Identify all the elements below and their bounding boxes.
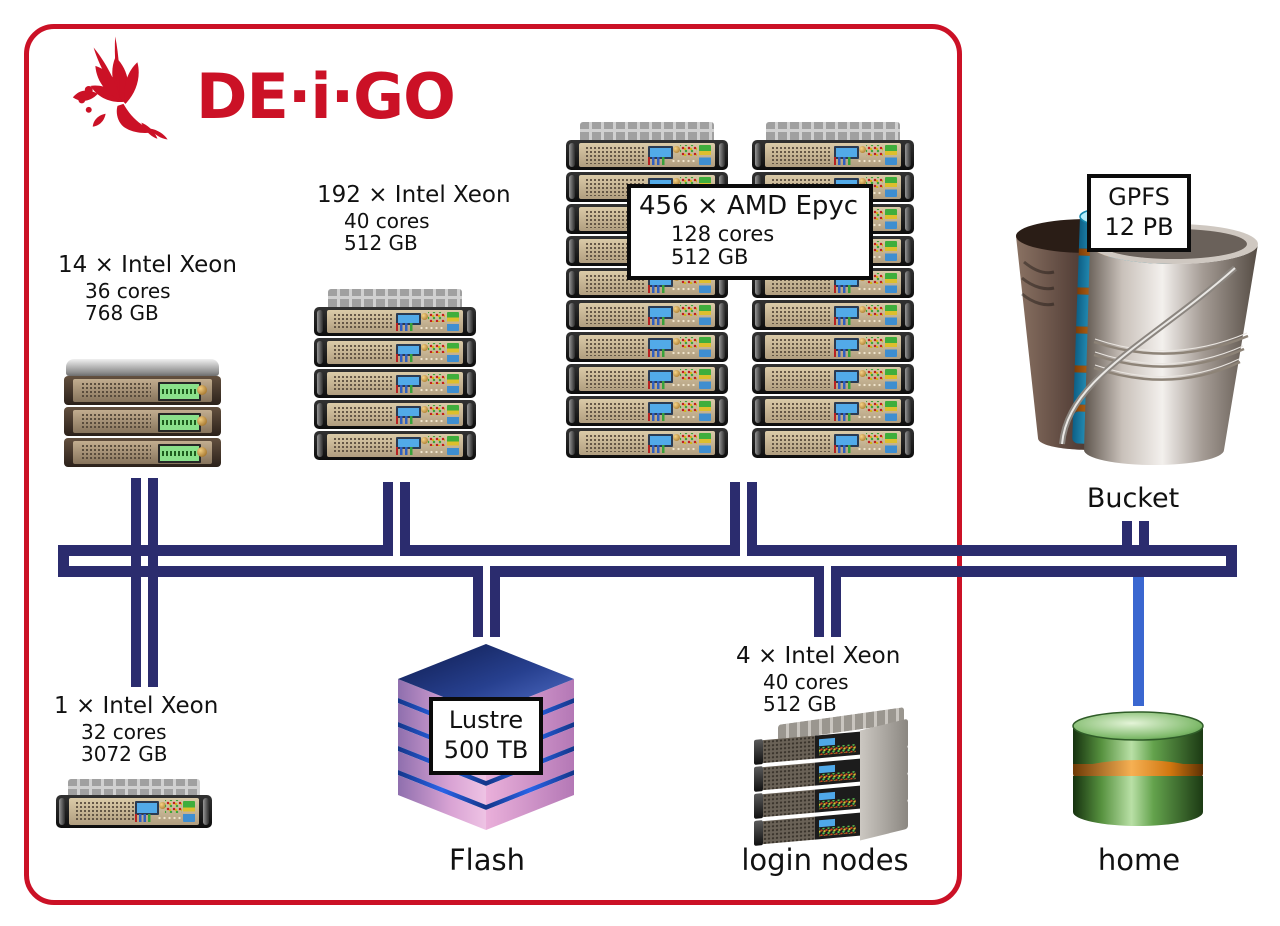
rack-units	[314, 307, 476, 460]
rack-grille	[328, 289, 462, 307]
label-xeon-1: 1 × Intel Xeon 32 cores 3072 GB	[54, 693, 218, 766]
server-unit	[752, 300, 914, 330]
caption-bucket: Bucket	[1086, 483, 1180, 514]
rack-units	[56, 795, 212, 828]
link-flash-a	[473, 566, 483, 637]
server-unit	[752, 396, 914, 426]
logo-text: DE·i·GO	[196, 60, 456, 133]
node-memory: 512 GB	[763, 692, 837, 717]
label-xeon-192: 192 × Intel Xeon 40 cores 512 GB	[317, 182, 511, 255]
link-bucket-a	[1122, 521, 1132, 545]
server-unit	[566, 332, 728, 362]
deigo-flower-icon	[72, 36, 169, 142]
node-cores: 128 cores	[671, 221, 775, 246]
link-xeon192-a	[383, 482, 393, 556]
network-bus-bottom-3	[831, 566, 1237, 577]
rack-xeon-14	[64, 359, 221, 469]
server-unit	[566, 428, 728, 458]
rack-grille	[68, 779, 200, 795]
server-unit	[566, 396, 728, 426]
server-unit	[566, 300, 728, 330]
rack-units	[64, 376, 221, 467]
node-memory: 512 GB	[671, 245, 749, 270]
server-unit	[314, 307, 476, 336]
node-cores: 36 cores	[85, 278, 171, 303]
node-title: 14 × Intel Xeon	[58, 252, 237, 278]
server-unit	[56, 795, 212, 828]
network-bus-left-bend	[58, 545, 69, 577]
server-unit	[314, 400, 476, 429]
rack-epyc-tower-1	[566, 122, 728, 460]
node-memory: 512 GB	[344, 231, 418, 256]
server-unit	[314, 431, 476, 460]
server-unit	[64, 438, 221, 467]
infobox-lustre: Lustre 500 TB	[429, 697, 543, 775]
network-bus-bottom-2	[490, 566, 824, 577]
storage-capacity: 12 PB	[1104, 213, 1174, 241]
rack-top-cap	[66, 359, 219, 376]
storage-system: GPFS	[1108, 183, 1170, 211]
rack-login-nodes	[754, 707, 912, 846]
label-login-nodes: 4 × Intel Xeon 40 cores 512 GB	[736, 643, 900, 716]
rack-units	[754, 718, 912, 846]
storage-system: Lustre	[448, 706, 524, 734]
node-cores: 32 cores	[81, 719, 167, 744]
storage-capacity: 500 TB	[443, 736, 529, 764]
server-unit	[752, 332, 914, 362]
node-title: 456 × AMD Epyc	[639, 191, 859, 221]
link-epyc-b	[747, 482, 757, 556]
link-bucket-b	[1139, 521, 1149, 545]
server-unit	[566, 364, 728, 394]
infobox-gpfs: GPFS 12 PB	[1087, 174, 1191, 252]
rack-xeon-192	[314, 289, 476, 462]
network-bus-top-3	[747, 545, 1237, 556]
link-epyc-a	[730, 482, 740, 556]
rack-epyc-tower-2	[752, 122, 914, 460]
server-unit	[64, 407, 221, 436]
link-login-a	[814, 566, 824, 637]
node-memory: 3072 GB	[81, 742, 168, 767]
node-cores: 40 cores	[763, 669, 849, 694]
cluster-boundary-border	[24, 24, 962, 905]
link-xeon14-xeon1-b	[148, 478, 158, 687]
network-bus-right-bend	[1226, 545, 1237, 577]
node-title: 4 × Intel Xeon	[736, 643, 901, 669]
home-storage-icon	[1072, 711, 1204, 826]
server-unit	[752, 364, 914, 394]
network-bus-top-1	[58, 545, 393, 556]
caption-home: home	[1097, 843, 1181, 877]
server-unit	[752, 428, 914, 458]
node-memory: 768 GB	[85, 301, 159, 326]
link-flash-b	[490, 566, 500, 637]
node-title: 192 × Intel Xeon	[317, 182, 511, 208]
label-xeon-14: 14 × Intel Xeon 36 cores 768 GB	[58, 252, 237, 325]
server-unit	[752, 140, 914, 170]
server-unit	[566, 140, 728, 170]
server-unit	[314, 338, 476, 367]
caption-flash: Flash	[449, 843, 525, 877]
network-bus-bottom-1	[58, 566, 483, 577]
caption-login-nodes: login nodes	[741, 843, 909, 877]
server-unit	[314, 369, 476, 398]
infobox-epyc: 456 × AMD Epyc 128 cores 512 GB	[627, 184, 873, 280]
link-xeon14-xeon1-a	[131, 478, 141, 687]
link-xeon192-b	[400, 482, 410, 556]
rack-grille	[766, 122, 900, 140]
link-home	[1133, 577, 1144, 706]
server-unit	[64, 376, 221, 405]
rack-xeon-1	[56, 779, 212, 830]
rack-units	[566, 140, 728, 458]
link-login-b	[831, 566, 841, 637]
node-title: 1 × Intel Xeon	[54, 693, 219, 719]
network-bus-top-2	[400, 545, 740, 556]
node-cores: 40 cores	[344, 208, 430, 233]
rack-grille	[580, 122, 714, 140]
